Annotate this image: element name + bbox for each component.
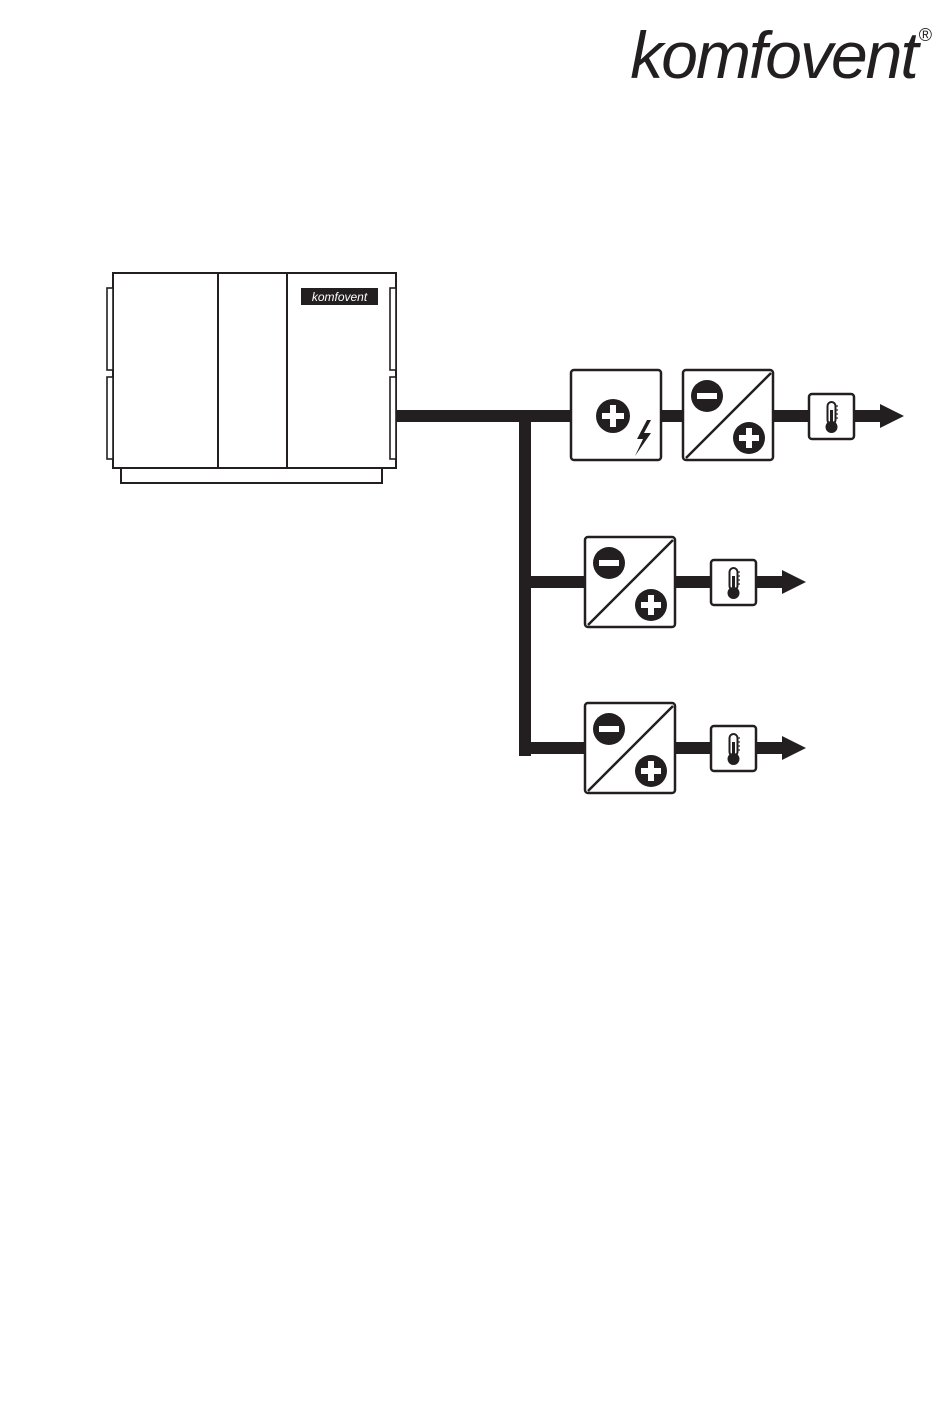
heat-exchanger-icon	[683, 370, 773, 460]
thermometer-icon	[711, 560, 756, 605]
thermometer-icon	[711, 726, 756, 771]
branch-2	[585, 537, 806, 627]
arrow-icon	[782, 736, 806, 760]
thermometer-icon	[809, 394, 854, 439]
arrow-icon	[782, 570, 806, 594]
arrow-icon	[880, 404, 904, 428]
heat-exchanger-icon	[585, 537, 675, 627]
branch-3	[585, 703, 806, 793]
unit-badge-text: komfovent	[312, 290, 368, 304]
heat-exchanger-icon	[585, 703, 675, 793]
branch-duct-2	[519, 576, 585, 588]
air-handling-unit: komfovent	[107, 273, 396, 483]
electric-heater	[571, 370, 661, 460]
branch-duct-3	[519, 742, 585, 754]
branch-1	[571, 370, 904, 460]
main-duct	[396, 410, 572, 422]
duct-network	[396, 410, 585, 756]
